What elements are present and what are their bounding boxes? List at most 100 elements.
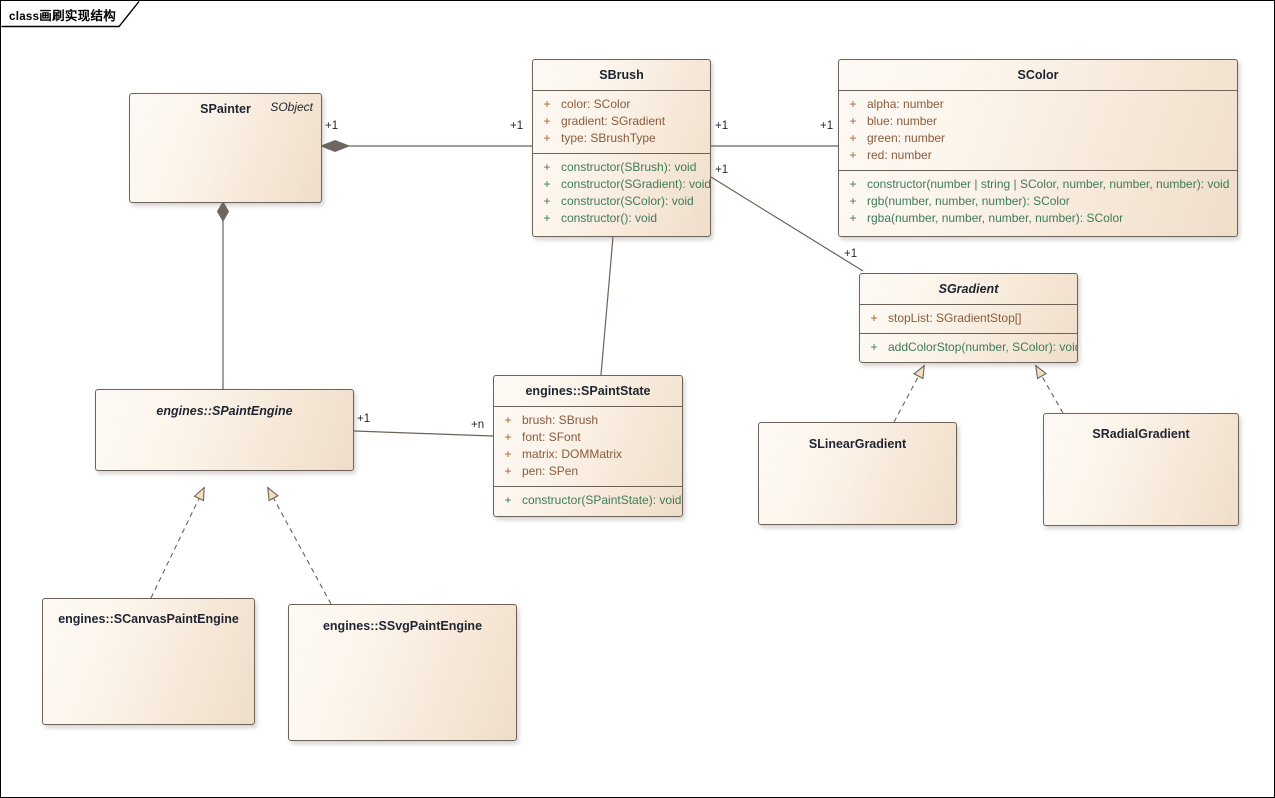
divider bbox=[860, 304, 1077, 305]
visibility-marker: + bbox=[543, 97, 551, 111]
attribute-text: matrix: DOMMatrix bbox=[522, 447, 622, 461]
class-box-spaintengine[interactable]: engines::SPaintEngine bbox=[95, 389, 354, 471]
frame-tab-name: 画刷实现结构 bbox=[39, 9, 117, 23]
attribute-text: stopList: SGradientStop[] bbox=[888, 311, 1022, 325]
class-name-sgradient: SGradient bbox=[938, 282, 999, 296]
attribute-text: alpha: number bbox=[867, 97, 944, 111]
class-title-scanvaspaintengine: engines::SCanvasPaintEngine bbox=[43, 599, 254, 634]
divider bbox=[494, 406, 682, 407]
class-name-spaintstate: engines::SPaintState bbox=[525, 384, 651, 398]
method-text: constructor(SColor): void bbox=[561, 194, 694, 208]
class-box-sbrush[interactable]: SBrush +color: SColor +gradient: SGradie… bbox=[532, 59, 711, 237]
class-stereotype-spainter: SObject bbox=[270, 100, 313, 114]
class-box-spaintstate[interactable]: engines::SPaintState +brush: SBrush +fon… bbox=[493, 375, 683, 517]
class-box-sgradient[interactable]: SGradient + stopList: SGradientStop[] + ad… bbox=[859, 273, 1078, 363]
class-box-slineargradient[interactable]: SLinearGradient bbox=[758, 422, 957, 525]
method-row: +constructor(number | string | SColor, n… bbox=[839, 176, 1237, 193]
class-title-scolor: SColor bbox=[839, 60, 1237, 90]
link-spainter-spaintengine bbox=[216, 201, 230, 389]
attribute-row: + color: SColor bbox=[533, 96, 710, 113]
class-title-spaintstate: engines::SPaintState bbox=[494, 376, 682, 406]
multiplicity-spaintstate-left-end: +n bbox=[471, 419, 485, 431]
attribute-row: +pen: SPen bbox=[494, 463, 682, 480]
methods-scolor: +constructor(number | string | SColor, n… bbox=[839, 171, 1237, 233]
visibility-marker: + bbox=[849, 131, 857, 145]
visibility-marker: + bbox=[870, 340, 878, 354]
attribute-row: + blue: number bbox=[839, 113, 1237, 130]
class-name-scanvaspaintengine: engines::SCanvasPaintEngine bbox=[58, 612, 239, 626]
attributes-spaintstate: +brush: SBrush +font: SFont +matrix: DOM… bbox=[494, 407, 682, 486]
method-row: +constructor(SColor): void bbox=[533, 193, 710, 210]
class-title-slineargradient: SLinearGradient bbox=[759, 423, 956, 459]
class-name-spaintengine: engines::SPaintEngine bbox=[156, 404, 293, 418]
class-title-sgradient: SGradient bbox=[860, 274, 1077, 304]
multiplicity-scolor-left-end: +1 bbox=[820, 120, 834, 132]
visibility-marker: + bbox=[504, 413, 512, 427]
frame-tab-keyword: class bbox=[9, 11, 40, 23]
attribute-row: +green: number bbox=[839, 130, 1237, 147]
attribute-row: +gradient: SGradient bbox=[533, 113, 710, 130]
link-spainter-sbrush bbox=[319, 139, 532, 153]
class-box-ssvgpaintengine[interactable]: engines::SSvgPaintEngine bbox=[288, 604, 517, 741]
class-box-scanvaspaintengine[interactable]: engines::SCanvasPaintEngine bbox=[42, 598, 255, 725]
attribute-row: + brush: SBrush bbox=[494, 412, 682, 429]
attribute-text: color: SColor bbox=[561, 97, 631, 111]
class-name-scolor: SColor bbox=[1017, 68, 1059, 82]
attribute-text: type: SBrushType bbox=[561, 131, 656, 145]
visibility-marker: + bbox=[849, 97, 857, 111]
methods-spaintstate: +constructor(SPaintState): void bbox=[494, 487, 682, 515]
class-title-sradialgradient: SRadialGradient bbox=[1044, 414, 1238, 449]
attribute-text: gradient: SGradient bbox=[561, 114, 666, 128]
attribute-text: red: number bbox=[867, 148, 932, 162]
link-spaintengine-spaintstate bbox=[353, 430, 494, 437]
attribute-row: +matrix: DOMMatrix bbox=[494, 446, 682, 463]
attributes-sbrush: + color: SColor +gradient: SGradient + typ… bbox=[533, 91, 710, 153]
attribute-row: + type: SBrushType bbox=[533, 130, 710, 147]
visibility-marker: + bbox=[849, 177, 857, 191]
divider bbox=[860, 333, 1077, 334]
divider bbox=[533, 90, 710, 91]
visibility-marker: + bbox=[849, 114, 857, 128]
multiplicity-sbrush-gradient-end: +1 bbox=[715, 164, 729, 176]
multiplicity-sbrush-left-end: +1 bbox=[510, 120, 524, 132]
multiplicity-spaintengine-right-end: +1 bbox=[357, 413, 371, 425]
attributes-sgradient: + stopList: SGradientStop[] bbox=[860, 305, 1077, 333]
class-box-spainter[interactable]: SPainter SObject bbox=[129, 93, 322, 203]
divider bbox=[839, 170, 1237, 171]
visibility-marker: + bbox=[543, 131, 551, 145]
visibility-marker: + bbox=[849, 148, 857, 162]
visibility-marker: + bbox=[849, 194, 857, 208]
link-scanvaspaintengine-spaintengine bbox=[150, 486, 205, 599]
method-text: addColorStop(number, SColor): void bbox=[888, 340, 1078, 354]
method-row: +constructor(SGradient): void bbox=[533, 176, 710, 193]
link-ssvgpaintengine-spaintengine bbox=[267, 486, 332, 605]
method-row: + rgb(number, number, number): SColor bbox=[839, 193, 1237, 210]
link-sradialgradient-sgradient bbox=[1035, 364, 1064, 414]
visibility-marker: + bbox=[504, 493, 512, 507]
method-row: +constructor(SPaintState): void bbox=[494, 492, 682, 509]
multiplicity-sgradient-end: +1 bbox=[844, 248, 858, 260]
attribute-row: + alpha: number bbox=[839, 96, 1237, 113]
method-row: +constructor(): void bbox=[533, 210, 710, 227]
attribute-text: pen: SPen bbox=[522, 464, 579, 478]
visibility-marker: + bbox=[543, 211, 551, 225]
class-box-scolor[interactable]: SColor + alpha: number + blue: number +gre… bbox=[838, 59, 1238, 237]
attribute-text: blue: number bbox=[867, 114, 938, 128]
visibility-marker: + bbox=[849, 211, 857, 225]
class-name-slineargradient: SLinearGradient bbox=[808, 437, 907, 451]
class-box-sradialgradient[interactable]: SRadialGradient bbox=[1043, 413, 1239, 526]
frame-tab-label: class画刷实现结构 bbox=[9, 5, 116, 24]
method-text: rgb(number, number, number): SColor bbox=[867, 194, 1070, 208]
link-sbrush-spaintstate bbox=[600, 236, 614, 376]
attribute-text: brush: SBrush bbox=[522, 413, 599, 427]
method-row: +rgba(number, number, number, number): S… bbox=[839, 210, 1237, 227]
class-name-spainter: SPainter bbox=[200, 102, 251, 116]
attribute-row: + stopList: SGradientStop[] bbox=[860, 310, 1077, 327]
multiplicity-spainter-end: +1 bbox=[325, 120, 339, 132]
class-name-sbrush: SBrush bbox=[599, 68, 644, 82]
link-slineargradient-sgradient bbox=[893, 364, 925, 423]
divider bbox=[494, 486, 682, 487]
visibility-marker: + bbox=[870, 311, 878, 325]
visibility-marker: + bbox=[543, 177, 551, 191]
visibility-marker: + bbox=[543, 160, 551, 174]
